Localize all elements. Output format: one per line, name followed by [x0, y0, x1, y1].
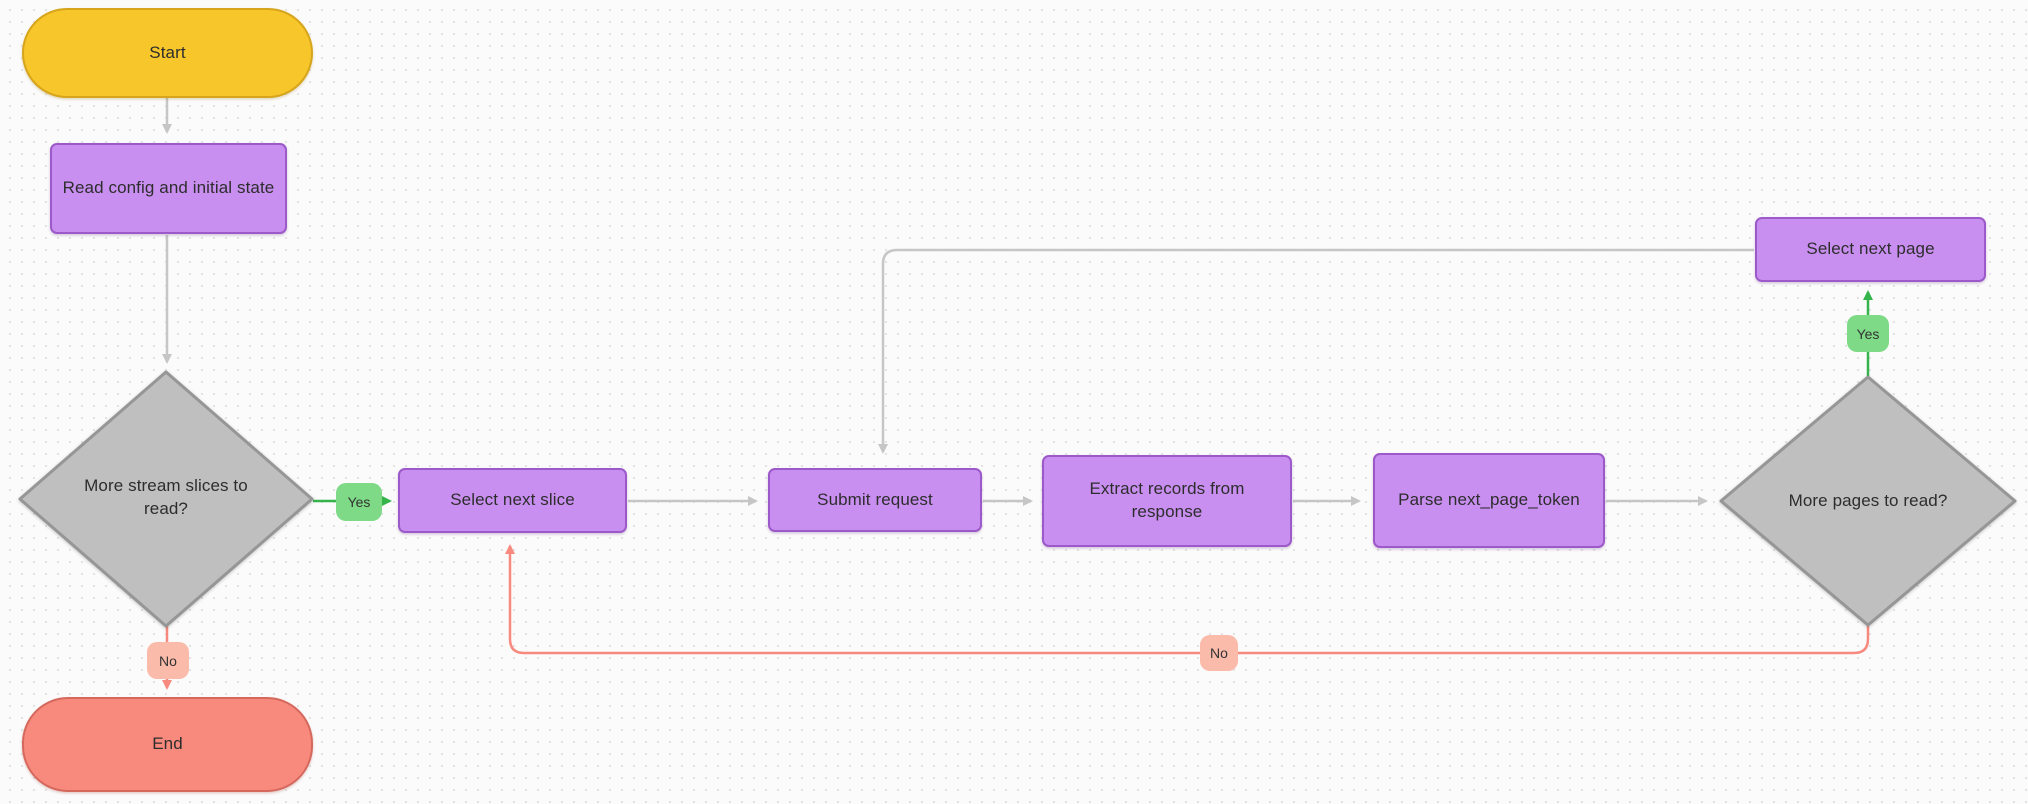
edge-label-yes-right: Yes	[1847, 315, 1889, 352]
edge-label-no-mid: No	[1200, 635, 1238, 671]
node-parse-next-page-token: Parse next_page_token	[1373, 453, 1605, 548]
node-more-stream-slices-label: More stream slices to read?	[84, 476, 248, 518]
node-read-config: Read config and initial state	[50, 143, 287, 234]
decision-more-pages-shape	[1719, 375, 2017, 627]
node-start: Start	[22, 8, 313, 98]
edge-select-next-page-to-submit-request	[878, 248, 1754, 454]
decision-more-stream-slices-shape	[18, 370, 314, 628]
edge-more-pages-no-to-select-next-slice	[505, 544, 1870, 655]
edge-label-no-left: No	[147, 642, 189, 679]
node-select-next-page: Select next page	[1755, 217, 1986, 282]
node-more-pages-label: More pages to read?	[1788, 490, 1948, 510]
node-end: End	[22, 697, 313, 792]
node-select-next-slice: Select next slice	[398, 468, 627, 533]
edge-label-yes-left: Yes	[336, 483, 382, 521]
node-extract-records: Extract records from response	[1042, 455, 1292, 547]
node-submit-request: Submit request	[768, 468, 982, 532]
